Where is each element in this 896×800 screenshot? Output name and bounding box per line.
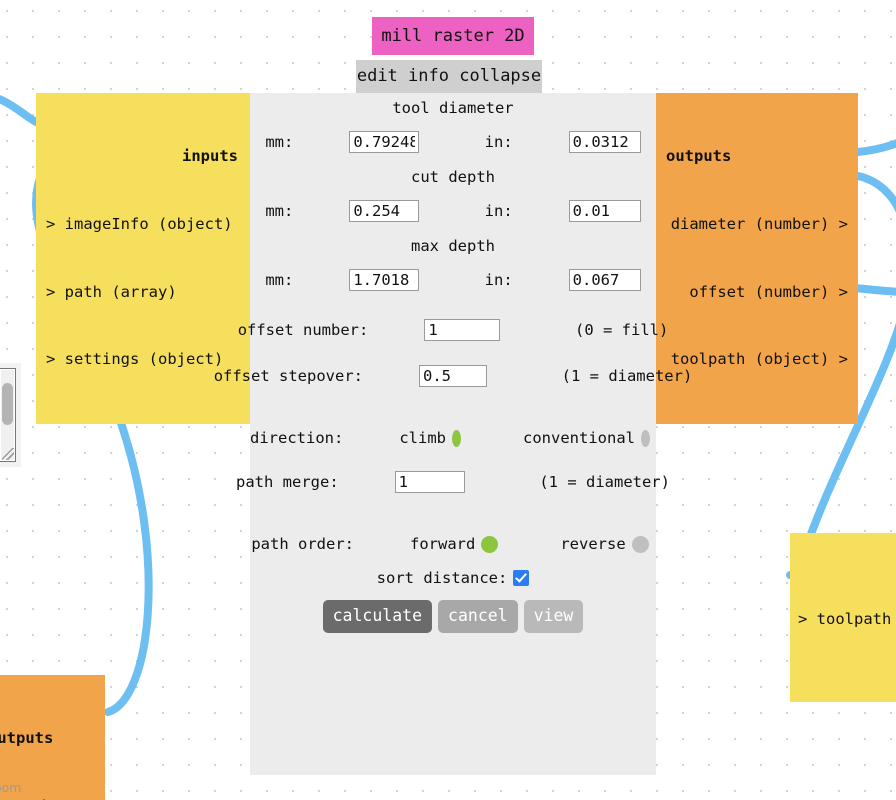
radio-direction-conventional[interactable]: [640, 429, 650, 447]
label-direction-climb[interactable]: climb: [399, 429, 446, 447]
form-button-row: calculate cancel view: [250, 600, 656, 633]
node-settings-outputs-title: outputs: [0, 729, 54, 747]
mill-raster-form: tool diameter mm: in: cut depth mm: in: …: [214, 93, 692, 775]
input-max-depth-mm[interactable]: [349, 269, 420, 291]
node-outputs-title: outputs: [666, 147, 732, 165]
label-mm-tool-diameter: mm:: [265, 133, 294, 151]
node-outputs-port-diameter[interactable]: diameter (number) >: [670, 215, 848, 233]
label-direction: direction:: [250, 429, 344, 447]
view-button[interactable]: view: [523, 600, 584, 633]
label-in-max-depth: in:: [484, 271, 513, 289]
cancel-button[interactable]: cancel: [438, 600, 518, 633]
hint-offset-number: (0 = fill): [575, 321, 669, 339]
row-sort-distance: sort distance:: [250, 568, 656, 588]
menu-item-collapse[interactable]: collapse: [459, 66, 542, 86]
label-mm-cut-depth: mm:: [265, 202, 294, 220]
node-outputs[interactable]: outputs diameter (number) > offset (numb…: [654, 93, 858, 424]
node-inputs-title: inputs: [182, 147, 238, 165]
corner-status-text: oom: [0, 780, 22, 795]
panel-menubar[interactable]: edit info collapse: [356, 60, 542, 93]
node-settings-outputs-port-settings[interactable]: settings >: [0, 795, 95, 800]
node-outputs-port-toolpath[interactable]: toolpath (object) >: [670, 350, 848, 368]
row-max-depth: mm: in:: [250, 260, 656, 300]
label-offset-stepover: offset stepover:: [213, 367, 363, 385]
clipped-textarea-widget[interactable]: [0, 368, 16, 462]
resize-grip-icon[interactable]: [2, 448, 14, 460]
radio-path-order-forward[interactable]: [481, 535, 499, 553]
row-path-order: path order: forward reverse: [250, 524, 656, 564]
node-inputs-port-imageinfo[interactable]: > imageInfo (object): [46, 215, 233, 233]
node-inputs[interactable]: inputs > imageInfo (object) > path (arra…: [36, 93, 250, 424]
label-direction-conventional[interactable]: conventional: [523, 429, 635, 447]
label-in-tool-diameter: in:: [484, 133, 513, 151]
hint-offset-stepover: (1 = diameter): [561, 367, 693, 385]
input-offset-stepover[interactable]: [419, 365, 487, 387]
wire-in-imageinfo: [0, 95, 40, 126]
input-offset-number[interactable]: [424, 319, 501, 341]
label-max-depth: max depth: [411, 237, 495, 255]
input-path-merge[interactable]: [394, 471, 465, 493]
row-cut-depth: mm: in:: [250, 191, 656, 231]
radio-direction-climb[interactable]: [452, 429, 461, 447]
row-offset-stepover: offset stepover: (1 = diameter): [214, 356, 692, 396]
input-tool-diameter-in[interactable]: [568, 131, 641, 153]
row-path-merge: path merge: (1 = diameter): [236, 462, 670, 502]
calculate-button[interactable]: calculate: [322, 600, 433, 633]
node-settings-outputs[interactable]: outputs settings >: [0, 675, 105, 800]
label-sort-distance: sort distance:: [376, 569, 508, 587]
panel-title: mill raster 2D: [372, 17, 534, 55]
input-max-depth-in[interactable]: [568, 269, 641, 291]
menu-item-edit[interactable]: edit: [356, 66, 398, 86]
label-path-order-reverse[interactable]: reverse: [560, 535, 626, 553]
node-toolpath-port[interactable]: > toolpath: [798, 610, 892, 628]
label-mm-max-depth: mm:: [265, 271, 294, 289]
node-toolpath-inputs[interactable]: > toolpath: [790, 533, 896, 702]
label-path-merge: path merge:: [236, 473, 339, 491]
menu-item-info[interactable]: info: [408, 66, 449, 86]
node-outputs-port-offset[interactable]: offset (number) >: [689, 282, 848, 301]
label-path-order-forward[interactable]: forward: [410, 535, 476, 553]
checkbox-sort-distance[interactable]: [513, 570, 530, 586]
radio-path-order-reverse[interactable]: [631, 535, 649, 553]
textarea-scrollbar-thumb[interactable]: [2, 383, 13, 425]
label-cut-depth: cut depth: [411, 168, 495, 186]
row-tool-diameter: mm: in:: [250, 122, 656, 162]
row-direction: direction: climb conventional: [250, 418, 656, 458]
label-offset-number: offset number:: [237, 321, 369, 339]
wire-out-offset: [854, 139, 896, 156]
hint-path-merge: (1 = diameter): [539, 473, 670, 491]
input-cut-depth-in[interactable]: [568, 200, 641, 222]
row-offset-number: offset number: (0 = fill): [238, 310, 668, 350]
input-tool-diameter-mm[interactable]: [349, 131, 420, 153]
input-cut-depth-mm[interactable]: [349, 200, 420, 222]
label-in-cut-depth: in:: [484, 202, 513, 220]
label-tool-diameter: tool diameter: [392, 99, 514, 117]
node-inputs-port-settings[interactable]: > settings (object): [46, 350, 224, 368]
label-path-order: path order:: [251, 535, 354, 553]
node-inputs-port-path[interactable]: > path (array): [46, 282, 177, 301]
